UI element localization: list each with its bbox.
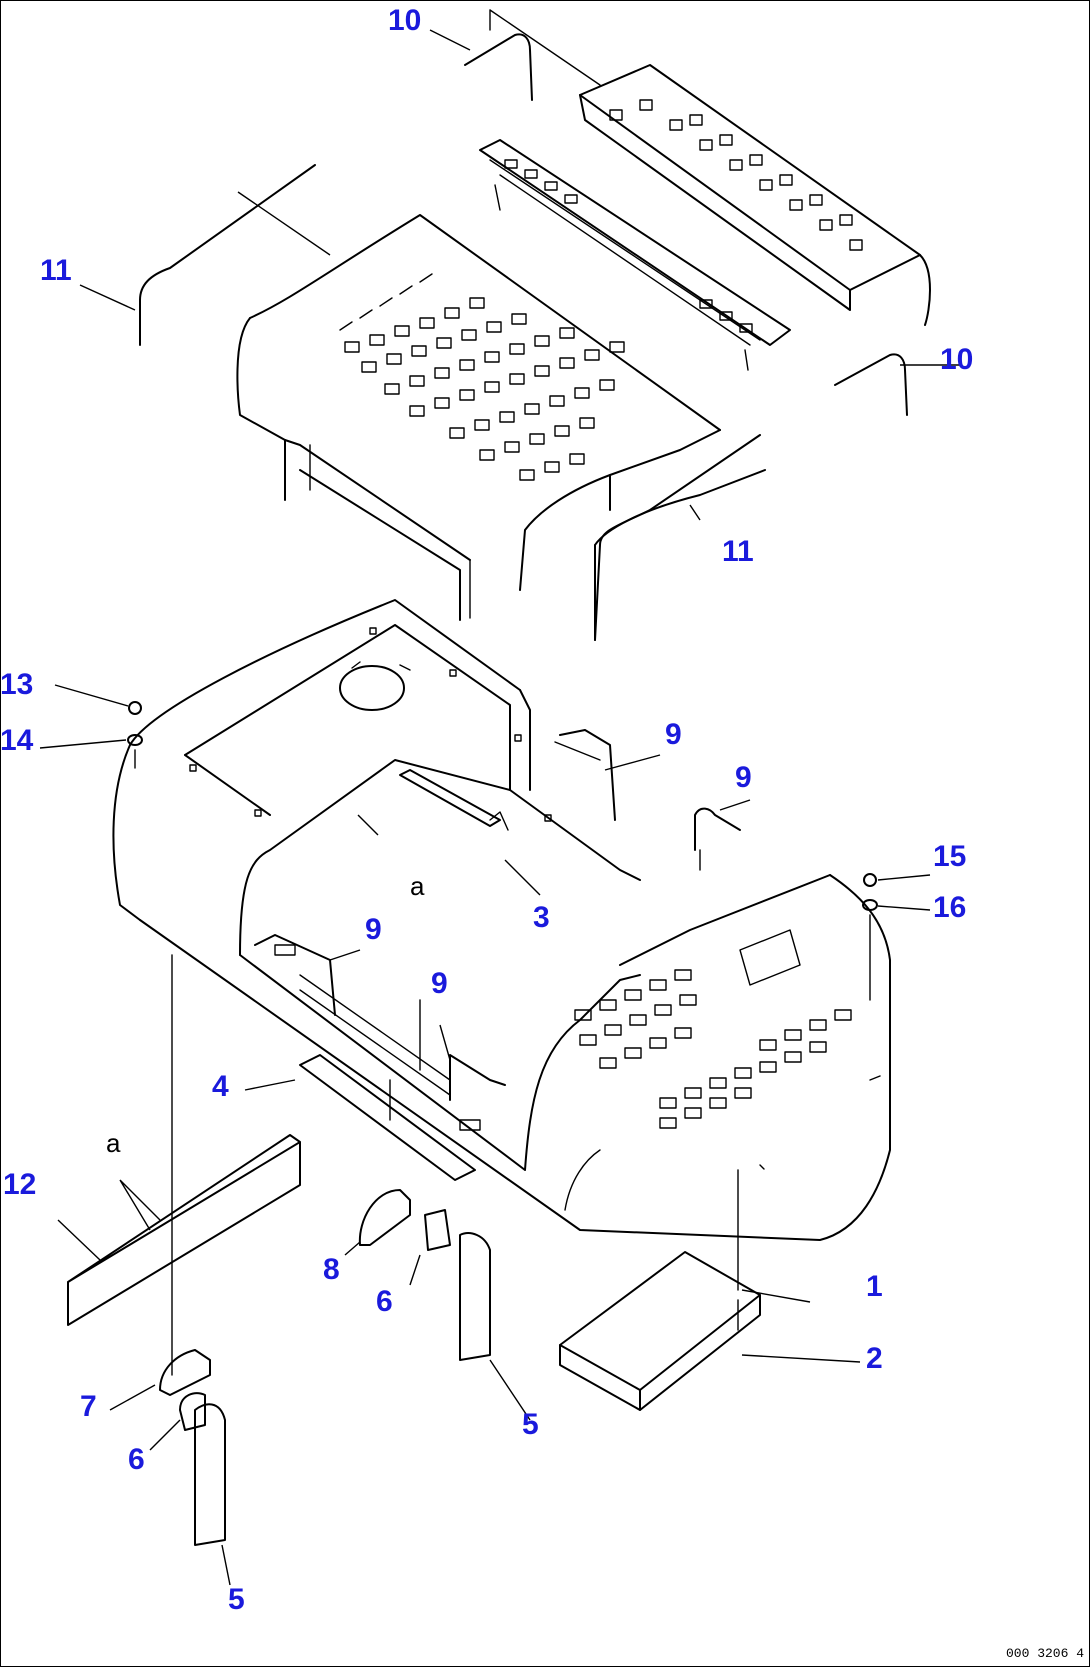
top-center-bracket [479, 139, 791, 371]
callout-11-center: 11 [722, 535, 754, 568]
callout-10-right: 10 [940, 343, 974, 376]
callout-leader-lines [39, 29, 960, 1586]
fasteners-13-14-15-16 [127, 701, 878, 1001]
callout-6-center: 6 [376, 1285, 393, 1318]
rail-part-4 [299, 1054, 476, 1181]
callout-3: 3 [533, 901, 550, 934]
reference-a-lower: a [106, 1128, 121, 1158]
callout-2: 2 [866, 1342, 883, 1375]
main-hood-louver-holes [574, 929, 852, 1129]
callout-5-center: 5 [522, 1408, 539, 1441]
callout-7: 7 [80, 1390, 97, 1423]
main-lower-hood [112, 599, 891, 1241]
callout-15: 15 [933, 840, 967, 873]
callout-13: 13 [0, 668, 34, 701]
callout-12: 12 [3, 1168, 37, 1201]
callout-9-left: 9 [365, 913, 382, 946]
upper-hood-cover [236, 214, 766, 641]
drawing-code: 000 3206 4 [1005, 1646, 1084, 1661]
plate-part-1 [559, 1169, 761, 1411]
callout-1: 1 [866, 1270, 883, 1303]
callout-9-right: 9 [735, 761, 752, 794]
seal-strips [139, 33, 908, 641]
callout-9-center: 9 [431, 967, 448, 1000]
callout-5-bottom: 5 [228, 1583, 245, 1616]
callout-8: 8 [323, 1253, 340, 1286]
callout-11-left: 11 [40, 254, 72, 287]
callout-16: 16 [933, 891, 967, 924]
plate-part-3 [399, 769, 501, 827]
callout-6-left: 6 [128, 1443, 145, 1476]
bar-part-12 [67, 1134, 301, 1326]
reference-a-upper: a [410, 871, 425, 901]
hood-louver-holes [339, 273, 625, 481]
pads-parts-5-6-7-8 [159, 954, 491, 1546]
callout-4: 4 [212, 1070, 229, 1103]
callout-14: 14 [0, 724, 34, 757]
callout-10-top: 10 [388, 4, 422, 37]
top-right-bracket [489, 9, 931, 326]
callout-9-upper-right: 9 [665, 718, 682, 751]
bracket-parts-9 [254, 729, 741, 1131]
